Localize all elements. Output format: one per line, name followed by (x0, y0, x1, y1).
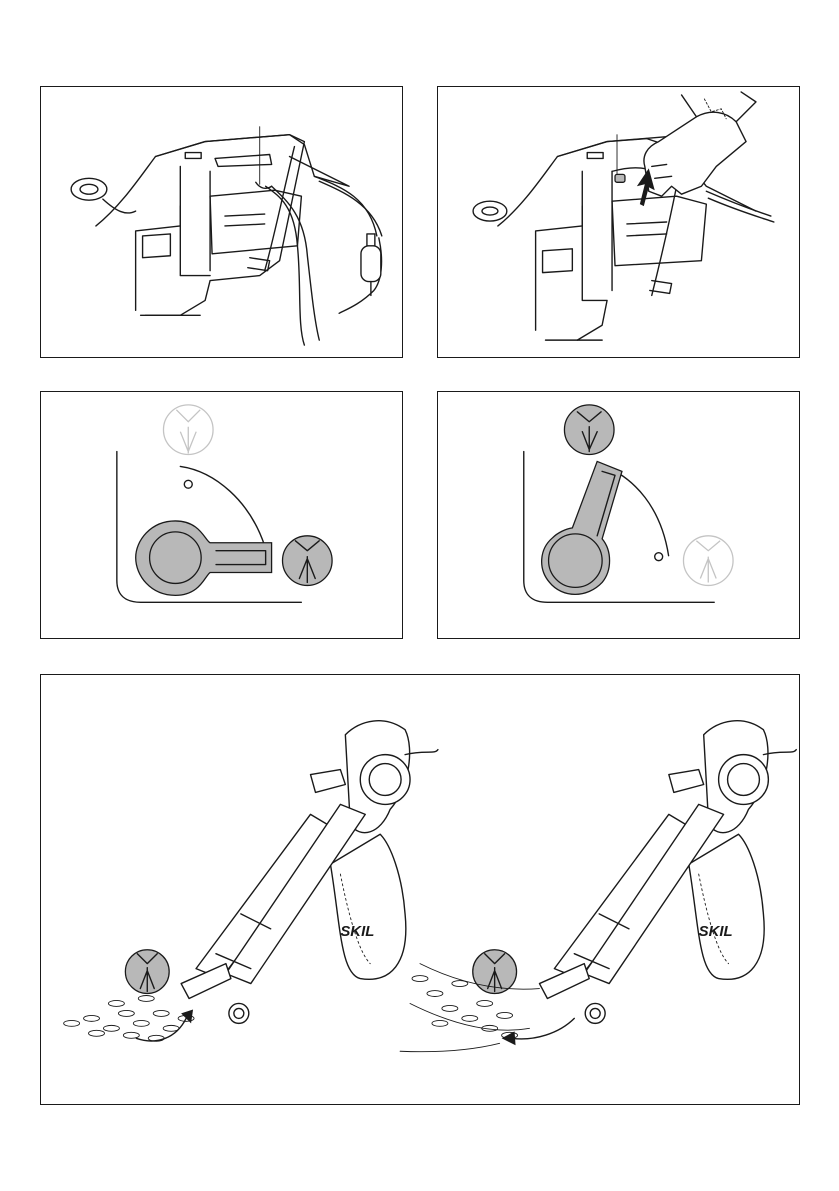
power-cord (706, 191, 774, 222)
hand (644, 92, 756, 196)
selector-lever (542, 461, 622, 594)
callout-line (615, 135, 625, 183)
brand-logo-left: SKIL (340, 923, 374, 940)
selector-lever (136, 521, 272, 595)
position-dot (184, 480, 192, 488)
blower-vacuum-right (539, 721, 796, 1024)
suction-mode-icon (125, 950, 169, 994)
leaves-left (64, 996, 194, 1042)
figure-lever-blow-mode (437, 391, 800, 639)
figure-cord-strain-relief (40, 86, 403, 358)
suction-mode-icon-inactive (683, 536, 733, 586)
figure-lever-suction-mode (40, 391, 403, 639)
blower-housing (96, 135, 304, 316)
blow-mode-icon-active (564, 405, 614, 455)
suction-arrow (136, 1009, 193, 1040)
cord-pull-illustration (438, 87, 799, 357)
operation-modes-illustration: SKIL (41, 675, 799, 1104)
blow-mode-icon-inactive (163, 405, 213, 455)
blower-vacuum-left (181, 721, 438, 1024)
rear-knob (473, 201, 507, 221)
cord-plug (361, 234, 381, 296)
position-dot (655, 553, 663, 561)
lever-suction-illustration (41, 392, 402, 638)
cord-strain-relief-illustration (41, 87, 402, 357)
figure-operation-modes: SKIL (40, 674, 800, 1105)
figure-cord-pull-through (437, 86, 800, 358)
blow-arrow (502, 1018, 575, 1045)
suction-mode-icon-active (283, 536, 333, 586)
lever-blow-illustration (438, 392, 799, 638)
brand-logo-right: SKIL (699, 923, 733, 940)
